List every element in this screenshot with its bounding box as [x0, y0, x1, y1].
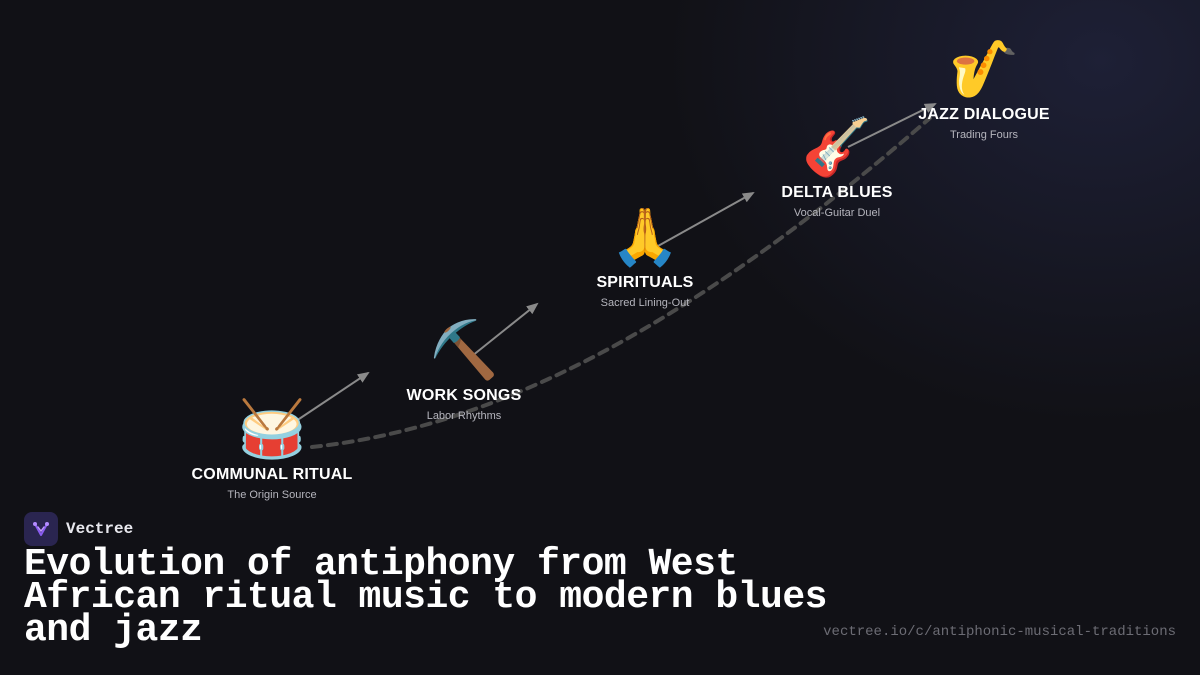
connector-arrow-1 [295, 371, 370, 422]
stage-jazz-dialogue: 🎷 JAZZ DIALOGUE Trading Fours [918, 37, 1050, 142]
stage-work-songs: ⛏️ WORK SONGS Labor Rhythms [406, 318, 522, 423]
folded-hands-icon: 🙏 [610, 205, 680, 270]
brand-name: Vectree [66, 520, 134, 538]
connector-arrow-4 [847, 103, 937, 148]
stage-title: COMMUNAL RITUAL [191, 466, 353, 483]
pick-icon: ⛏️ [429, 318, 499, 383]
page-title: Evolution of antiphony from West African… [24, 543, 827, 652]
vectree-logo-icon [24, 512, 58, 546]
stage-title: DELTA BLUES [781, 184, 893, 201]
stage-title: JAZZ DIALOGUE [918, 106, 1050, 123]
connector-arrow-3 [657, 192, 755, 247]
stage-subtitle: Sacred Lining-Out [600, 297, 690, 309]
stage-subtitle: Labor Rhythms [426, 410, 502, 422]
drum-icon: 🥁 [237, 397, 307, 462]
stage-subtitle: The Origin Source [227, 489, 317, 501]
stage-communal-ritual: 🥁 COMMUNAL RITUAL The Origin Source [191, 397, 353, 502]
stage-subtitle: Trading Fours [949, 129, 1019, 141]
guitar-icon: 🎸 [802, 115, 872, 180]
stage-delta-blues: 🎸 DELTA BLUES Vocal-Guitar Duel [781, 115, 893, 220]
source-url: vectree.io/c/antiphonic-musical-traditio… [823, 624, 1176, 640]
stage-title: WORK SONGS [406, 387, 522, 404]
trend-curve [310, 116, 932, 449]
stage-subtitle: Vocal-Guitar Duel [793, 207, 881, 219]
stage-spirituals: 🙏 SPIRITUALS Sacred Lining-Out [596, 205, 694, 310]
brand: Vectree [24, 512, 133, 546]
connector-arrow-2 [471, 302, 539, 357]
stage-title: SPIRITUALS [596, 274, 694, 291]
saxophone-icon: 🎷 [949, 37, 1019, 102]
